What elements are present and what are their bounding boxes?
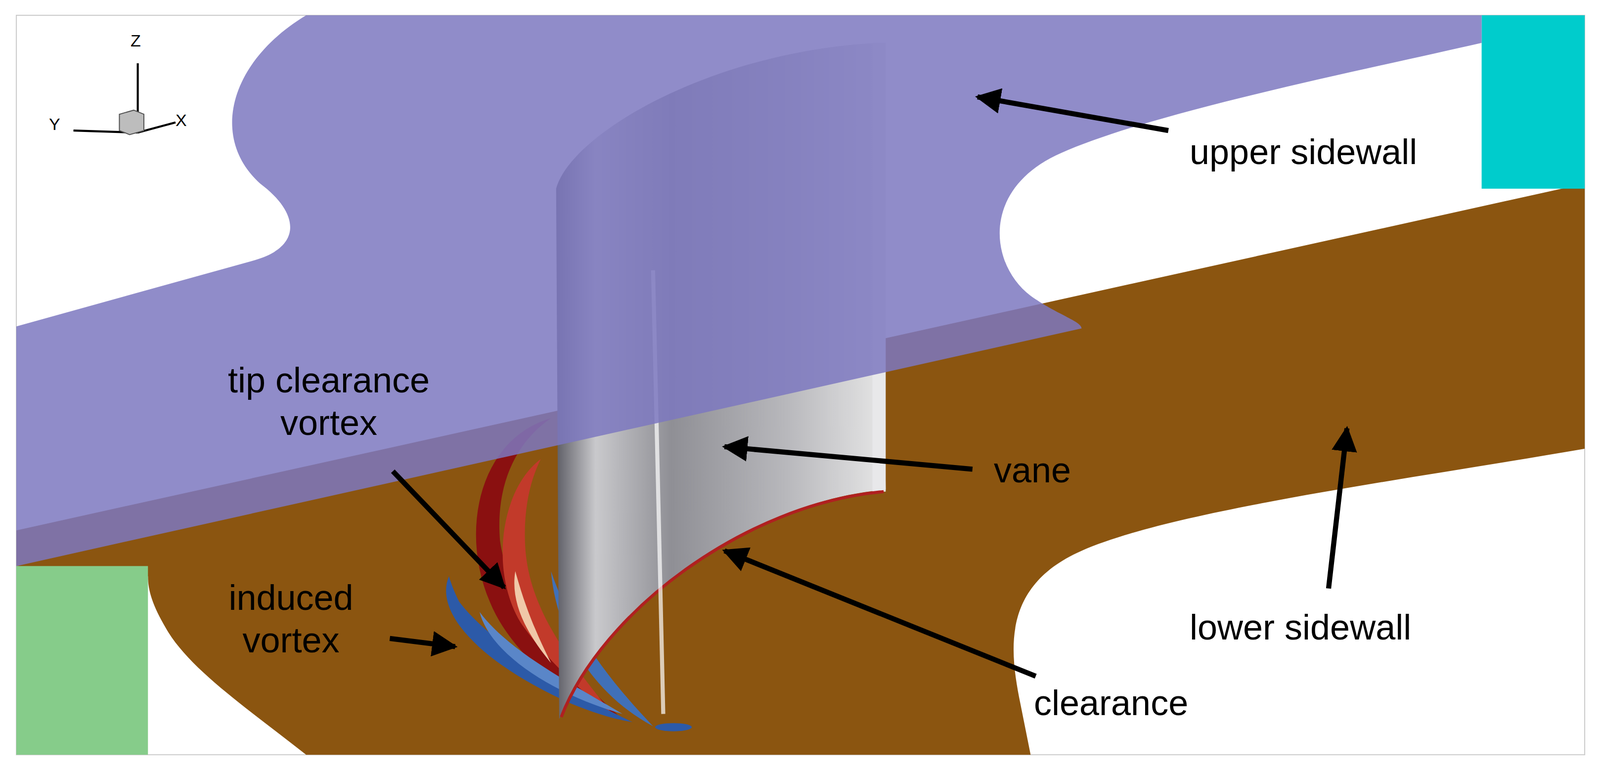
axis-label: Y	[48, 114, 61, 135]
leader-arrows	[389, 96, 1347, 677]
part-label: upper sidewall	[1189, 130, 1418, 174]
axis-triad	[73, 63, 176, 135]
part-label: induced vortex	[204, 576, 378, 663]
part-label: clearance	[1033, 681, 1189, 725]
inlet-block	[16, 566, 148, 756]
frame	[16, 15, 1585, 756]
part-label: tip clearance vortex	[198, 358, 459, 445]
axis-label: Z	[130, 30, 141, 51]
upper-sidewall	[16, 15, 1482, 567]
axis-label: X	[175, 110, 187, 131]
vane-clearance-edge	[561, 491, 884, 718]
outlet-block	[1481, 15, 1585, 189]
part-label: lower sidewall	[1189, 606, 1412, 649]
part-label: vane	[993, 448, 1071, 492]
